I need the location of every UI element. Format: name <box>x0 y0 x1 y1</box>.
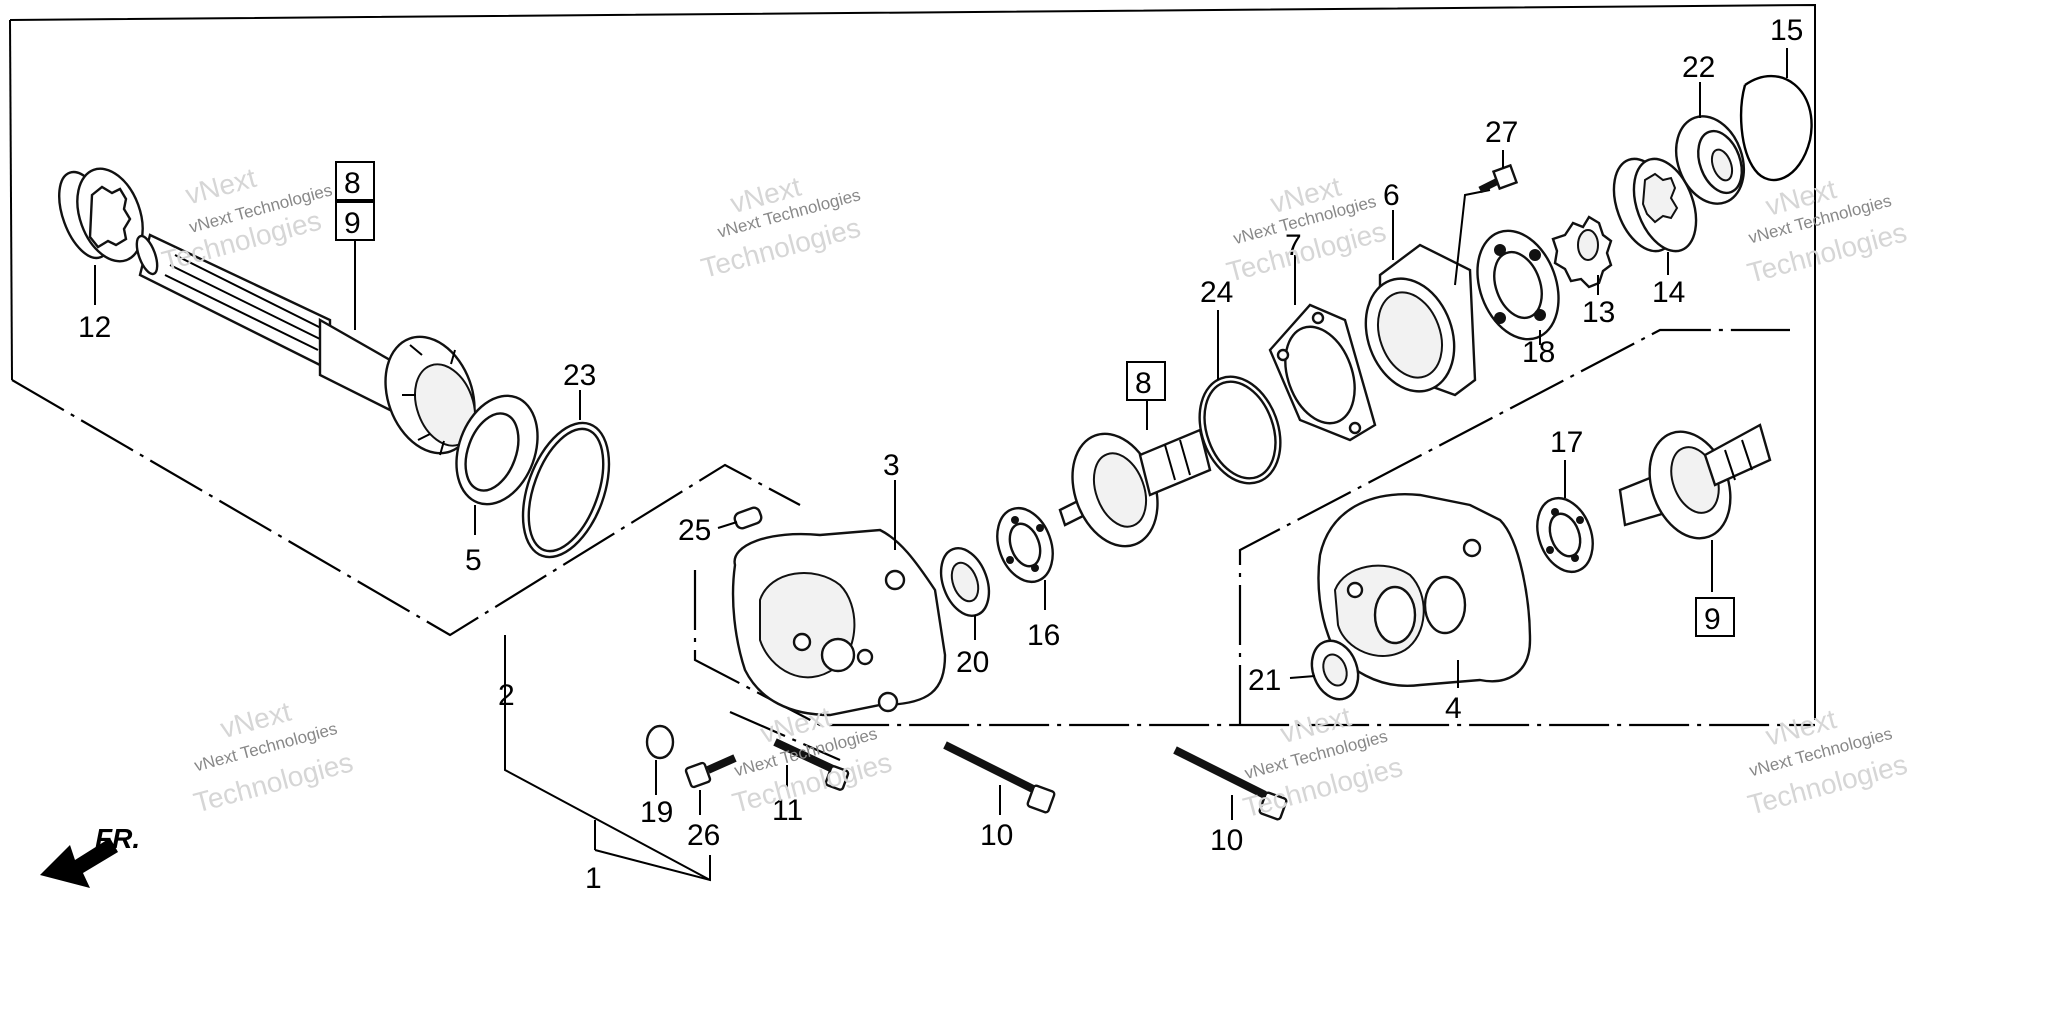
callout-8a-box: 8 9 <box>335 161 375 241</box>
callout-1: 1 <box>585 862 602 895</box>
watermark-8: vNext vNext Technologies Technologies <box>1745 703 1911 820</box>
part-6-bearing-holder <box>1364 189 1491 397</box>
callout-10b: 10 <box>1210 824 1243 857</box>
watermark-5: vNext vNext Technologies Technologies <box>190 696 356 819</box>
part-27-bolt <box>1478 150 1519 194</box>
callout-19: 19 <box>640 796 673 829</box>
callout-14: 14 <box>1652 276 1685 309</box>
part-18-bearing <box>1476 229 1560 345</box>
callout-9a: 9 <box>344 207 361 240</box>
pinion-shaft <box>135 233 476 456</box>
callout-7: 7 <box>1285 229 1302 262</box>
callout-4: 4 <box>1445 692 1462 725</box>
callout-25: 25 <box>678 514 711 547</box>
watermark-4: vNext vNext Technologies Technologies <box>1744 173 1910 289</box>
callout-27: 27 <box>1485 116 1518 149</box>
callout-24: 24 <box>1200 276 1233 309</box>
rear-pinion-gear <box>1618 423 1772 592</box>
callout-8b: 8 <box>1135 367 1152 400</box>
callout-22: 22 <box>1682 51 1715 84</box>
callout-8a: 8 <box>344 167 361 200</box>
callout-15: 15 <box>1770 14 1803 47</box>
part-21-seal <box>1289 639 1360 701</box>
part-20-seal <box>939 547 991 640</box>
part-12-lock-nut <box>58 167 144 305</box>
callout-labels: 12 8 9 23 5 25 3 20 16 8 24 7 6 27 18 13… <box>78 14 1803 895</box>
callout-21: 21 <box>1248 664 1281 697</box>
watermark-7: vNext vNext Technologies Technologies <box>1240 701 1406 824</box>
watermark-3: vNext vNext Technologies Technologies <box>1223 171 1389 288</box>
watermark-2: vNext vNext Technologies Technologies <box>698 171 864 284</box>
callout-5: 5 <box>465 544 482 577</box>
callout-23: 23 <box>563 359 596 392</box>
part-26-bolt <box>684 754 737 815</box>
part-23-o-ring <box>521 390 611 559</box>
callout-8b-box: 8 <box>1126 361 1166 401</box>
callout-20: 20 <box>956 646 989 679</box>
part-15-circlip <box>1739 48 1813 182</box>
part-5-washer <box>455 394 539 535</box>
part-19-cap <box>645 724 675 795</box>
callout-9b: 9 <box>1704 603 1721 636</box>
part-10-bolt-a <box>943 741 1056 815</box>
part-22-bearing <box>1675 82 1745 205</box>
callout-3: 3 <box>883 449 900 482</box>
callout-17: 17 <box>1550 426 1583 459</box>
ring-gear-shaft <box>1058 390 1212 548</box>
callout-13: 13 <box>1582 296 1615 329</box>
fr-label: FR. <box>95 823 140 854</box>
callout-12: 12 <box>78 311 111 344</box>
part-25-dowel-pin <box>717 506 763 530</box>
callout-11: 11 <box>772 794 803 827</box>
part-4-rear-case <box>1317 493 1532 688</box>
callout-6: 6 <box>1383 179 1400 212</box>
part-10-bolt-b <box>1173 746 1288 821</box>
part-14-lock-nut <box>1612 157 1698 275</box>
part-13-collar <box>1551 215 1613 295</box>
callout-18: 18 <box>1522 336 1555 369</box>
callout-10a: 10 <box>980 819 1013 852</box>
callout-2: 2 <box>498 679 515 712</box>
front-direction-arrow: FR. <box>40 823 140 888</box>
watermark-1: vNext vNext Technologies Technologies <box>159 162 335 277</box>
frame-lines <box>9 3 1816 882</box>
part-17-bearing <box>1536 460 1594 573</box>
part-7-gasket <box>1268 255 1377 442</box>
callout-9b-box: 9 <box>1695 597 1735 637</box>
callout-16: 16 <box>1027 619 1060 652</box>
callout-26: 26 <box>687 819 720 852</box>
part-16-bearing <box>996 507 1054 610</box>
part-3-front-case <box>731 480 947 717</box>
part-24-o-ring <box>1198 310 1282 485</box>
part-11-stud-bolt <box>773 738 850 791</box>
